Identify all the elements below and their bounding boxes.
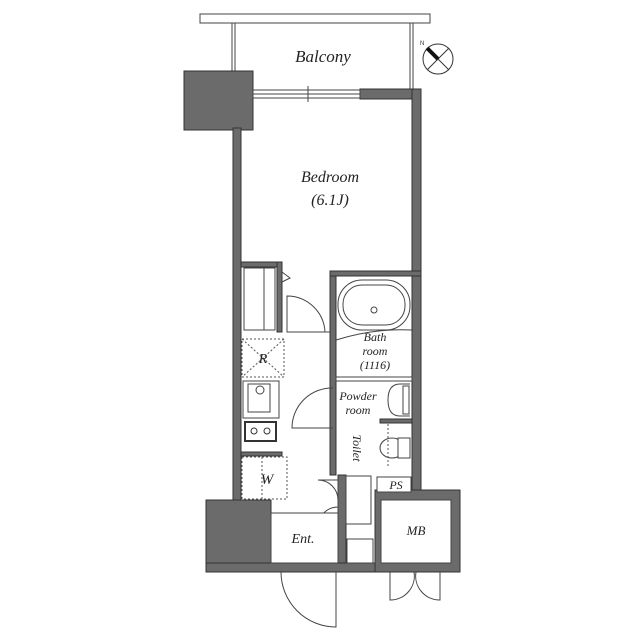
entrance-label: Ent. [291, 532, 315, 547]
bathtub [335, 279, 413, 341]
bath-label-1: Bath [364, 330, 387, 344]
shoe-cabinet [345, 475, 372, 525]
bedroom-size: (6.1J) [311, 192, 349, 209]
toilet-icon [379, 424, 411, 468]
sink [242, 380, 280, 419]
bath-label-2: room [363, 344, 388, 358]
balcony-label: Balcony [295, 47, 351, 66]
washer-label: W [261, 472, 275, 488]
bath-door[interactable] [335, 376, 413, 382]
pipe-space-label: PS [388, 478, 402, 492]
toilet-label: Toilet [350, 435, 364, 463]
window [252, 86, 361, 102]
closet [243, 267, 291, 331]
compass-label: N [420, 41, 424, 47]
closet-door-swing[interactable] [286, 295, 330, 333]
stove-icon [244, 421, 277, 442]
bath-size: (1116) [360, 358, 390, 372]
powder-label-2: room [346, 403, 371, 417]
refrigerator-label: R [258, 352, 268, 367]
powder-label-1: Powder [338, 389, 377, 403]
washer-space: W [241, 456, 288, 500]
washbasin [387, 383, 410, 417]
balcony: Balcony [199, 13, 431, 90]
bedroom-label: Bedroom [301, 169, 359, 186]
meter-box [380, 499, 452, 564]
meter-box-label: MB [406, 523, 426, 538]
entrance-door-swing[interactable] [280, 571, 337, 628]
entrance-niche [346, 538, 374, 564]
walls [183, 70, 461, 573]
refrigerator-space: R [241, 338, 285, 378]
pipe-space [376, 476, 412, 493]
north-arrow-icon: N [420, 41, 454, 75]
meter-box-doors[interactable] [389, 571, 441, 601]
entrance [270, 512, 339, 564]
powder-door-swing[interactable] [291, 387, 334, 429]
